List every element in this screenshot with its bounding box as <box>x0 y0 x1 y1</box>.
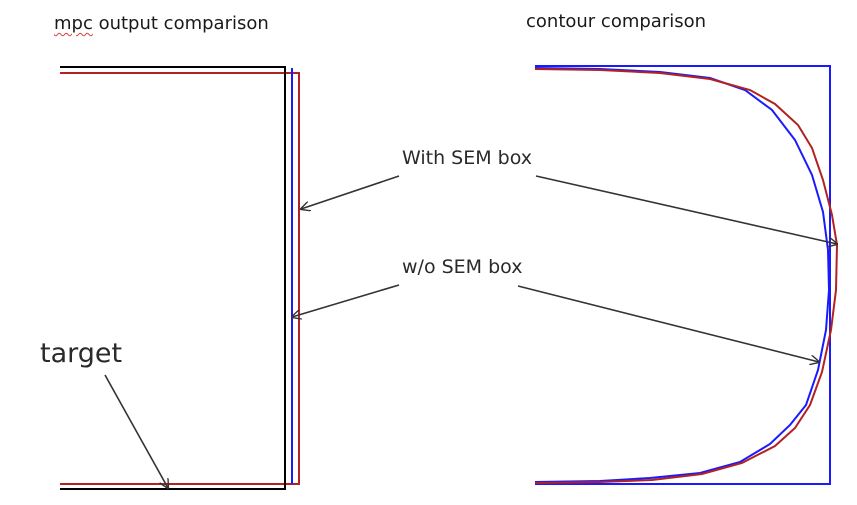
mpc-output-panel <box>60 66 300 490</box>
mpc-title-prefix: mpc <box>54 13 93 34</box>
target-contour-box <box>535 65 831 485</box>
with-sem-box-arrow-left <box>301 175 400 209</box>
without-sem-box-label: w/o SEM box <box>402 256 523 278</box>
annotation-arrows <box>104 175 837 488</box>
without-sem-box-arrow-left <box>292 284 400 317</box>
contour-comparison-title: contour comparison <box>526 11 707 32</box>
with-sem-box-arrow-right <box>535 175 837 244</box>
without-sem-box-contour <box>534 67 831 483</box>
target-output-line <box>60 66 286 490</box>
with-sem-box-label: With SEM box <box>402 147 533 169</box>
mpc-output-comparison-title: mpc output comparison <box>54 15 269 33</box>
target-arrow <box>104 374 168 488</box>
without-sem-box-arrow-right <box>517 285 819 362</box>
contour-panel <box>534 65 839 485</box>
mpc-title-rest: output comparison <box>92 13 269 34</box>
target-label: target <box>40 338 123 369</box>
with-sem-box-output-line <box>60 72 300 485</box>
with-sem-box-contour <box>534 68 839 484</box>
